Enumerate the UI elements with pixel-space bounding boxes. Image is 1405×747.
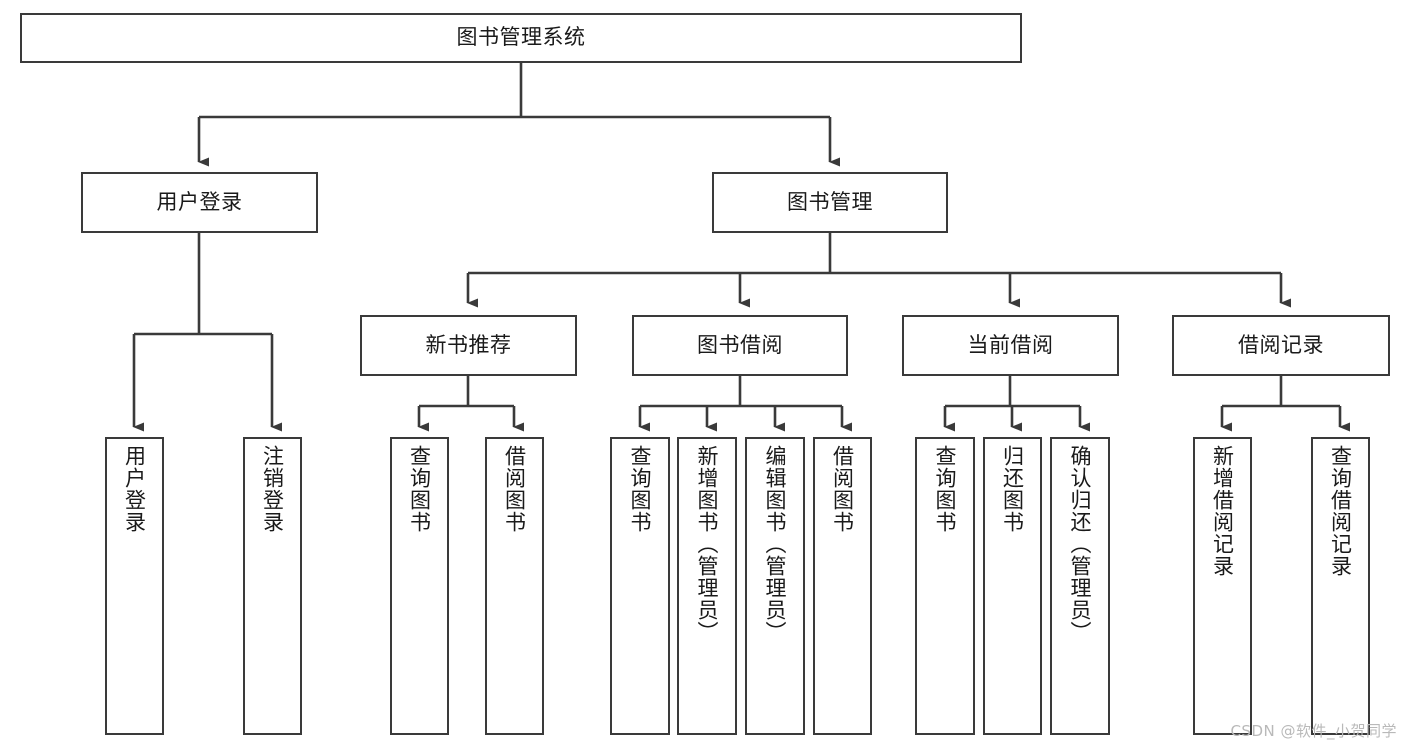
- node-user-login[interactable]: 用户登录: [81, 172, 318, 233]
- node-leaf-query-record[interactable]: 查询借阅记录: [1311, 437, 1370, 735]
- node-leaf-edit-book-label: 编辑图书（管理员）: [763, 445, 788, 643]
- node-leaf-user-logout-label: 注销登录: [260, 445, 285, 533]
- node-leaf-query-book-1[interactable]: 查询图书: [390, 437, 449, 735]
- node-book-management[interactable]: 图书管理: [712, 172, 948, 233]
- node-leaf-user-logout[interactable]: 注销登录: [243, 437, 302, 735]
- node-current-borrow[interactable]: 当前借阅: [902, 315, 1119, 376]
- node-leaf-borrow-book-2-label: 借阅图书: [830, 445, 855, 533]
- node-leaf-query-record-label: 查询借阅记录: [1328, 445, 1353, 577]
- node-leaf-query-book-2[interactable]: 查询图书: [610, 437, 670, 735]
- node-leaf-query-book-3-label: 查询图书: [933, 445, 958, 533]
- node-leaf-add-record-label: 新增借阅记录: [1210, 445, 1235, 577]
- node-leaf-user-login[interactable]: 用户登录: [105, 437, 164, 735]
- node-leaf-borrow-book-1-label: 借阅图书: [502, 445, 527, 533]
- node-book-borrow-label: 图书借阅: [697, 332, 783, 357]
- node-leaf-edit-book[interactable]: 编辑图书（管理员）: [745, 437, 805, 735]
- node-leaf-return-book[interactable]: 归还图书: [983, 437, 1042, 735]
- node-root-system[interactable]: 图书管理系统: [20, 13, 1022, 63]
- node-borrow-record-label: 借阅记录: [1238, 332, 1324, 357]
- node-leaf-add-book-label: 新增图书（管理员）: [695, 445, 720, 643]
- node-current-borrow-label: 当前借阅: [967, 332, 1054, 357]
- node-user-login-label: 用户登录: [156, 189, 243, 214]
- node-book-management-label: 图书管理: [787, 189, 873, 214]
- node-leaf-return-book-label: 归还图书: [1000, 445, 1025, 533]
- node-leaf-add-record[interactable]: 新增借阅记录: [1193, 437, 1252, 735]
- node-leaf-user-login-label: 用户登录: [122, 445, 147, 533]
- node-new-book-recommend-label: 新书推荐: [425, 332, 512, 357]
- node-borrow-record[interactable]: 借阅记录: [1172, 315, 1390, 376]
- node-new-book-recommend[interactable]: 新书推荐: [360, 315, 577, 376]
- node-leaf-confirm-return-label: 确认归还（管理员）: [1068, 445, 1093, 643]
- node-leaf-query-book-2-label: 查询图书: [628, 445, 653, 533]
- node-leaf-query-book-3[interactable]: 查询图书: [915, 437, 975, 735]
- node-leaf-borrow-book-2[interactable]: 借阅图书: [813, 437, 872, 735]
- node-leaf-borrow-book-1[interactable]: 借阅图书: [485, 437, 544, 735]
- node-leaf-query-book-1-label: 查询图书: [407, 445, 432, 533]
- node-leaf-add-book[interactable]: 新增图书（管理员）: [677, 437, 737, 735]
- node-book-borrow[interactable]: 图书借阅: [632, 315, 848, 376]
- node-root-system-label: 图书管理系统: [456, 25, 586, 50]
- csdn-watermark: CSDN @软件_小贺同学: [1230, 722, 1397, 740]
- node-leaf-confirm-return[interactable]: 确认归还（管理员）: [1050, 437, 1110, 735]
